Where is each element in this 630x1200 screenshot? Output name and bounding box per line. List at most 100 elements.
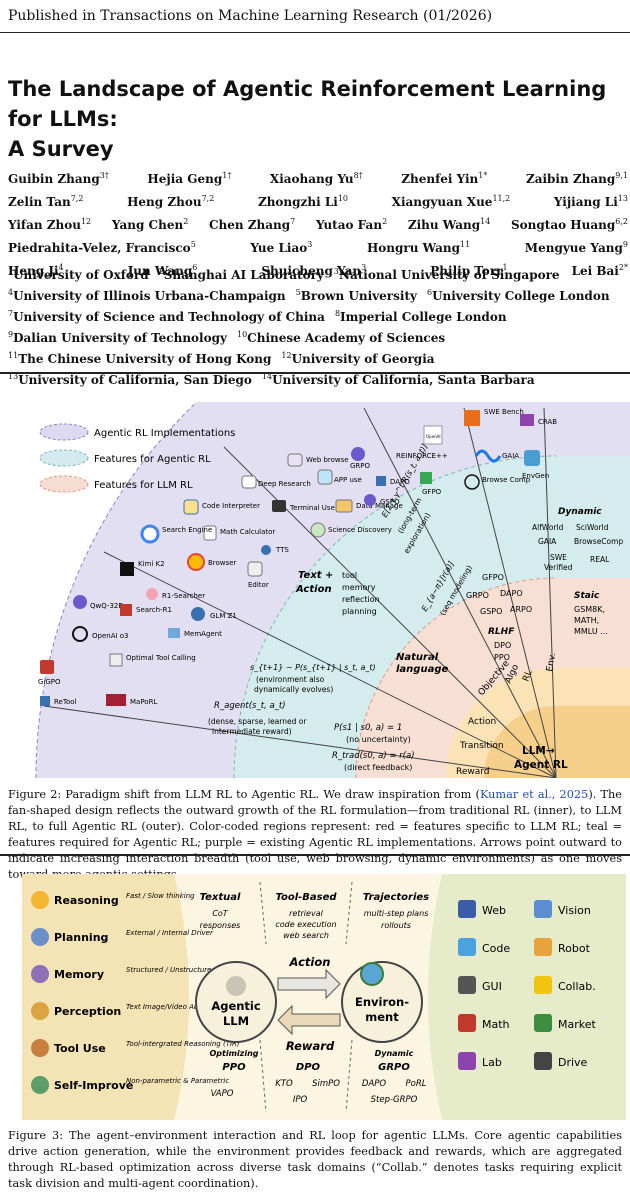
capability-name: Planning [54,931,108,944]
formula-env: s_{t+1} ~ P(s_{t+1} | s_t, a_t) [250,663,376,672]
affiliation-name: Chinese Academy of Sciences [247,331,446,345]
domain-icon [458,938,476,956]
dpo-item: IPO [293,1095,308,1105]
crab-icon [520,414,534,426]
domain-icon [534,1014,552,1032]
author: Heng Zhou7,2 [127,189,214,212]
tool-label: Terminal Use [289,504,335,512]
author: Piedrahita-Velez, Francisco5 [8,235,196,258]
env-label: CRAB [538,418,557,426]
ring-reward: Reward [456,767,490,777]
capability-description: External / Internal Driver [126,929,214,937]
affiliation-number: 12 [281,351,292,360]
author-affiliation-marker: 1* [478,171,488,180]
affiliation-number: 14 [261,372,273,381]
affiliation: 5Brown University [295,288,417,303]
author-affiliation-marker: 2* [618,263,628,272]
formula-trad: R_trad(s0, a) = r(a) [332,751,415,761]
author: Zhenfei Yin1* [401,166,487,189]
section-rule [0,372,630,374]
affiliation-name: The Chinese University of Hong Kong [18,352,272,366]
legend-swatch-teal [39,449,89,467]
author-list: Guibin Zhang3†Hejia Geng1†Xiaohang Yu8†Z… [8,166,628,281]
retool-icon [40,696,50,706]
capability-icon [31,965,49,983]
affiliation-number: 13 [8,372,19,381]
affiliation-name: Dalian University of Technology [13,331,227,345]
author-affiliation-marker: 3 [361,263,367,272]
natural-language-1: Natural [396,652,439,663]
domain-icon [534,976,552,994]
env-label: OpenAI [426,434,441,439]
formula-env-note: dynamically evolves) [254,685,333,694]
rlhf-title: RLHF [488,627,515,637]
author-name: Yang Chen [111,218,184,232]
tool-label: APP use [334,476,362,484]
optimizing-item: PPO [222,1062,246,1073]
dpo-item: KTO [275,1079,293,1089]
formula-agent-reward: R_agent(s_t, a_t) [214,701,286,711]
agent-label: LLM [223,1014,249,1028]
affiliation-number: 5 [295,288,301,297]
formula-env-note: (environment also [256,675,325,684]
section-rule [0,854,630,856]
legend-purple: Agentic RL Implementations [94,428,235,439]
author-affiliation-marker: 8† [353,171,363,180]
figure-3-caption: Figure 3: The agent–environment interact… [8,1129,622,1190]
domain-icon [458,976,476,994]
author-affiliation-marker: 10 [337,194,348,203]
capability-name: Tool Use [54,1042,106,1055]
trajectories-item: multi-step plans [364,909,429,918]
domain-icon [458,900,476,918]
rlhf-item: DPO [494,641,511,650]
capability-description: Structured / Unstructured [126,966,216,974]
author-affiliation-marker: 3 [307,240,313,249]
deep-research-icon [241,475,257,489]
legend-teal: Features for Agentic RL [94,454,211,465]
author-affiliation-marker: 6 [192,263,198,272]
affiliation-name: University of Illinois Urbana-Champaign [13,289,286,303]
optimizing-item: VAPO [211,1089,234,1099]
ring-rl: RL [521,669,534,683]
capability-panel [22,874,189,1120]
tool-calling-icon [109,653,123,667]
dynamic-title: Dynamic [375,1049,414,1058]
feature-item: reflection [342,595,380,604]
core-label-1: LLM→ [522,745,555,757]
author-affiliation-marker: 9,1 [615,171,628,180]
swe-bench-icon [464,410,480,426]
caption-text: Figure 2: Paradigm shift from LLM RL to … [8,788,480,801]
author-affiliation-marker: 4 [58,263,64,272]
dynamic-title: Dynamic [558,507,602,517]
citation-link[interactable]: Kumar et al., 2025 [479,788,589,801]
formula-agent-note: (dense, sparse, learned or [208,717,307,726]
tool-based-title: Tool-Based [275,892,337,903]
author: Xiaohang Yu8† [270,166,363,189]
app-use-icon [317,469,333,485]
text-action-2: Action [295,584,332,595]
author-affiliation-marker: 6,2 [615,217,628,226]
affiliation: 8Imperial College London [335,309,507,324]
dynamic-item: Step-GRPO [371,1095,418,1105]
tool-label: Deep Research [258,480,311,488]
paper-title: The Landscape of Agentic Reinforcement L… [8,74,628,164]
capability-description: Fast / Slow thinking [126,892,195,900]
tool-based-item: code execution [275,920,336,929]
dynamic-item: AlfWorld [532,523,564,532]
figure-2-caption: Figure 2: Paradigm shift from LLM RL to … [8,787,622,883]
reward-label: Reward [286,1039,335,1053]
author-name: Yue Liao [250,241,308,255]
method-label: GRPO [350,462,371,470]
affiliation: 12University of Georgia [281,351,434,366]
author-affiliation-marker: 5 [190,240,196,249]
author: Yue Liao3 [250,235,312,258]
method-label: Optimal Tool Calling [126,654,196,662]
capability-description: Tool-intergrated Reasoning (TIR) [126,1040,240,1048]
author: Yang Chen2 [112,212,188,235]
author-name: Lei Bai [571,264,619,278]
